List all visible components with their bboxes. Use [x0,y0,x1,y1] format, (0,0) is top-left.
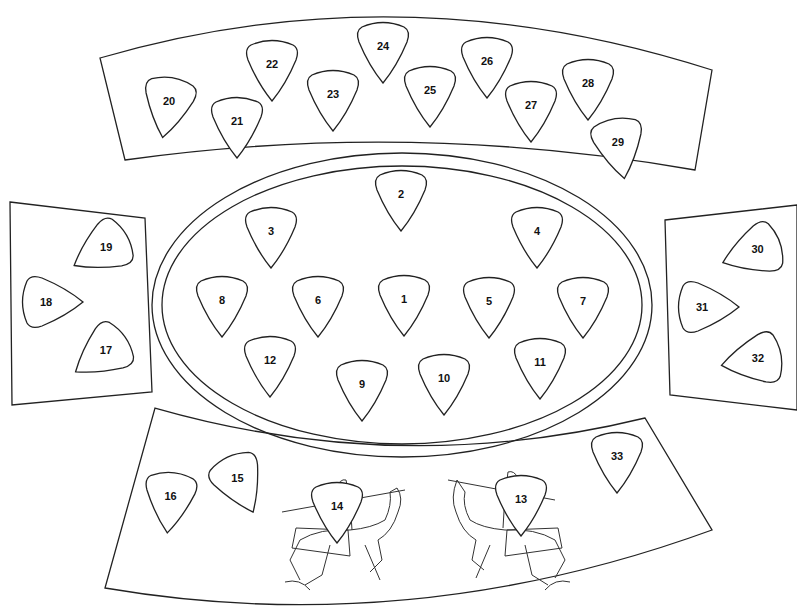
knight-left [282,480,405,590]
shield-outline [304,69,362,131]
shield-outline [492,474,550,536]
seat-shield: 24 [354,21,412,83]
seat-shield: 2 [372,169,430,231]
seat-number: 15 [231,473,243,484]
arena-field [162,166,642,444]
seat-shield: 23 [304,69,362,131]
seat-number: 5 [486,296,492,307]
seat-shield: 12 [241,335,299,397]
seat-number: 12 [264,355,276,366]
shield-outline [554,276,612,338]
seat-shield: 30 [723,221,781,283]
shield-outline [401,65,459,127]
seat-shield: 3 [242,206,300,268]
shield-outline [289,275,347,337]
seat-shield: 27 [502,80,560,142]
seat-number: 13 [515,494,527,505]
seat-number: 11 [534,357,546,368]
shield-outline [375,274,433,336]
seat-shield: 18 [23,271,81,333]
seat-number: 26 [481,56,493,67]
seat-number: 33 [611,451,623,462]
shield-outline [243,39,301,101]
north-stand [100,17,712,170]
seat-number: 31 [696,302,708,313]
seat-shield: 19 [72,219,130,281]
seat-number: 19 [100,242,112,253]
knight-right [448,472,570,590]
seat-number: 14 [331,501,343,512]
west-stand [10,202,152,405]
seat-shield: 8 [193,275,251,337]
seat-number: 23 [327,89,339,100]
shield-outline [139,76,197,138]
shield-outline [372,169,430,231]
seat-number: 32 [752,353,764,364]
shield-outline [141,471,199,533]
seat-shield: 7 [554,276,612,338]
seat-number: 1 [401,294,407,305]
shield-outline [208,96,266,158]
shield-outline [508,206,566,268]
seat-number: 18 [40,297,52,308]
shield-outline [502,80,560,142]
seat-shield: 28 [559,58,617,120]
seat-shield: 29 [590,117,648,179]
seat-shield: 16 [141,471,199,533]
seat-shield: 21 [208,96,266,158]
seat-number: 27 [525,100,537,111]
shield-outline [333,359,391,421]
seat-number: 10 [438,373,450,384]
east-stand [665,205,797,410]
seat-number: 28 [582,78,594,89]
seat-shield: 32 [723,329,781,391]
shield-outline [308,481,366,543]
seat-shield: 6 [289,275,347,337]
seat-shield: 31 [679,276,737,338]
seat-number: 7 [580,296,586,307]
seat-shield: 14 [308,481,366,543]
shield-outline [241,335,299,397]
seat-shield: 33 [588,431,646,493]
seat-shield: 1 [375,274,433,336]
seat-number: 22 [266,59,278,70]
seat-number: 9 [359,379,365,390]
seat-number: 6 [315,295,321,306]
seat-number: 8 [219,295,225,306]
shield-outline [354,21,412,83]
seat-shield: 10 [415,353,473,415]
seat-shield: 20 [139,76,197,138]
seat-shield: 4 [508,206,566,268]
seat-number: 4 [534,226,540,237]
seat-number: 21 [231,116,243,127]
seat-number: 16 [164,491,176,502]
seat-shield: 5 [460,276,518,338]
seat-shield: 15 [211,453,269,515]
south-stand [105,408,712,605]
seat-shield: 11 [511,337,569,399]
shield-outline [242,206,300,268]
shield-outline [511,337,569,399]
seat-shield: 25 [401,65,459,127]
seat-number: 29 [612,137,624,148]
seat-number: 24 [377,41,389,52]
seat-number: 3 [268,226,274,237]
seat-number: 2 [398,189,404,200]
shield-outline [559,58,617,120]
arena-wall [152,153,652,457]
seat-shield: 22 [243,39,301,101]
seat-shield: 13 [492,474,550,536]
seat-number: 20 [163,96,175,107]
seat-number: 25 [424,85,436,96]
seat-shield: 9 [333,359,391,421]
shield-outline [193,275,251,337]
seat-number: 30 [752,244,764,255]
seat-shield: 17 [72,323,130,385]
shield-outline [415,353,473,415]
seat-number: 17 [100,345,112,356]
shield-outline [588,431,646,493]
shield-outline [590,117,648,179]
shield-outline [460,276,518,338]
